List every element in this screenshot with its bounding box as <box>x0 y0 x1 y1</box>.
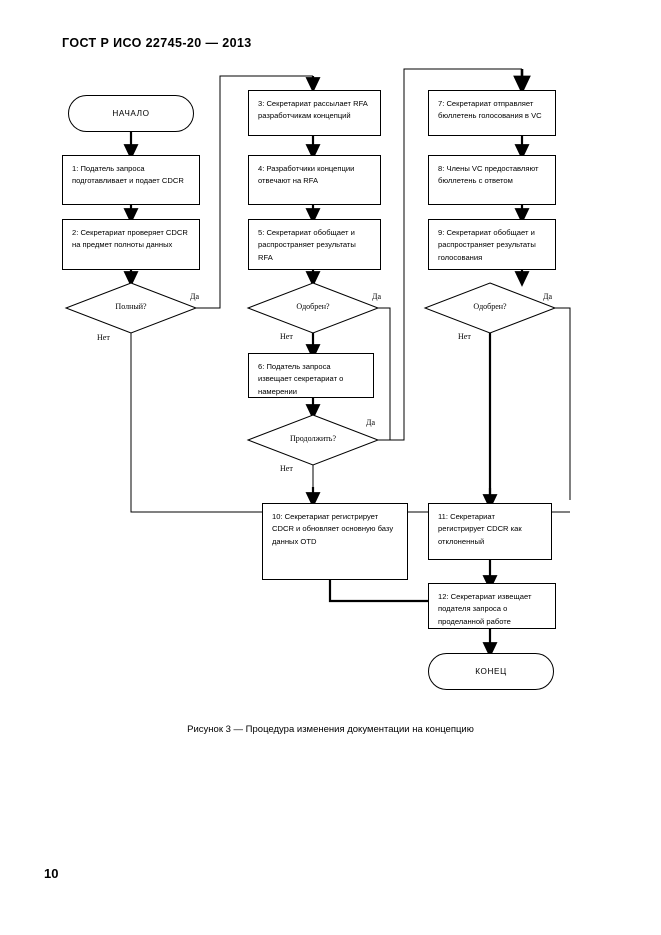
edge-label-d1-yes: Да <box>190 292 200 301</box>
process-box-2: 2: Секретариат проверяет CDCR на предмет… <box>62 219 200 270</box>
decision-1-label: Полный? <box>115 302 147 311</box>
edge-label-d3-no: Нет <box>280 464 293 473</box>
edge-label-d4-yes: Да <box>543 292 553 301</box>
process-box-8: 8: Члены VC предоставляют бюллетень с от… <box>428 155 556 205</box>
process-box-6: 6: Податель запроса извещает секретариат… <box>248 353 374 398</box>
figure-caption: Рисунок 3 — Процедура изменения документ… <box>187 724 474 735</box>
edge-label-d2-no: Нет <box>280 332 293 341</box>
process-box-7: 7: Секретариат отправляет бюллетень голо… <box>428 90 556 136</box>
edge-label-d2-yes: Да <box>372 292 382 301</box>
decision-4-label: Одобрен? <box>473 302 507 311</box>
process-box-5: 5: Секретариат обобщает и распространяет… <box>248 219 381 270</box>
process-box-4: 4: Разработчики концепции отвечают на RF… <box>248 155 381 205</box>
edge-label-d1-no: Нет <box>97 333 110 342</box>
terminal-end-label: КОНЕЦ <box>475 667 507 676</box>
terminal-end: КОНЕЦ <box>428 653 554 690</box>
terminal-start-label: НАЧАЛО <box>112 109 150 118</box>
flowchart: НАЧАЛО КОНЕЦ 1: Податель запроса подгота… <box>62 68 571 690</box>
decision-2-label: Одобрен? <box>296 302 330 311</box>
edge-label-d4-no: Нет <box>458 332 471 341</box>
process-box-10: 10: Секретариат регистрирует CDCR и обно… <box>262 503 408 580</box>
decision-3-label: Продолжить? <box>289 434 336 443</box>
document-header: ГОСТ Р ИСО 22745-20 — 2013 <box>62 36 252 50</box>
edge-label-d3-yes: Да <box>366 418 376 427</box>
process-box-9: 9: Секретариат обобщает и распространяет… <box>428 219 556 270</box>
terminal-start: НАЧАЛО <box>68 95 194 132</box>
process-box-3: 3: Секретариат рассылает RFA разработчик… <box>248 90 381 136</box>
flowchart-connectors <box>64 68 571 658</box>
page-number: 10 <box>44 866 59 881</box>
process-box-11: 11: Секретариат регистрирует CDCR как от… <box>428 503 552 560</box>
process-box-1: 1: Податель запроса подготавливает и под… <box>62 155 200 205</box>
process-box-12: 12: Секретариат извещает подателя запрос… <box>428 583 556 629</box>
